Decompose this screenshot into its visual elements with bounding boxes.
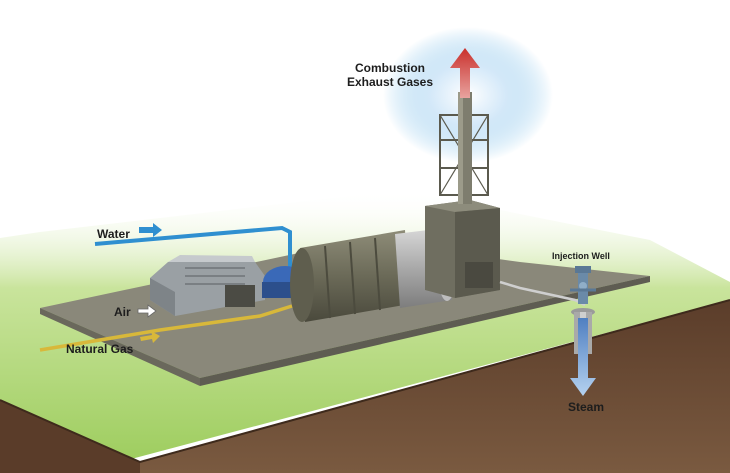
air-label: Air bbox=[114, 305, 131, 319]
injection-well-label: Injection Well bbox=[552, 251, 610, 261]
cylinder-ring bbox=[374, 237, 381, 311]
steam-arrow bbox=[570, 318, 596, 396]
stack-building-top bbox=[425, 200, 500, 212]
air-intake-top bbox=[168, 255, 255, 262]
wellhead-valve bbox=[579, 282, 587, 290]
exhaust-stack-highlight bbox=[458, 92, 463, 204]
concrete-pad-edge-right bbox=[200, 276, 650, 386]
steam-label: Steam bbox=[568, 400, 605, 414]
concrete-pad-edge bbox=[40, 308, 200, 386]
air-intake-front bbox=[150, 278, 175, 316]
cylinder-ring bbox=[349, 241, 356, 315]
ground-edge bbox=[0, 299, 730, 464]
air-arrow bbox=[137, 304, 157, 318]
exhaust-label-line1: Combustion bbox=[355, 61, 425, 75]
ground-soil-left bbox=[0, 400, 140, 473]
water-label: Water bbox=[97, 227, 130, 241]
stack-grille bbox=[465, 262, 493, 288]
natural-gas-arrow bbox=[140, 331, 160, 343]
natural-gas-pipe bbox=[39, 304, 293, 352]
turbine-cylinder-end bbox=[290, 248, 314, 322]
compressor-box bbox=[225, 285, 255, 307]
water-pipe bbox=[94, 225, 292, 268]
exhaust-arrow bbox=[450, 48, 480, 98]
wellhead-top bbox=[575, 266, 591, 273]
exhaust-label-line2: Exhaust Gases bbox=[346, 75, 434, 89]
exhaust-label: Combustion Exhaust Gases bbox=[340, 61, 440, 89]
natural-gas-label: Natural Gas bbox=[66, 342, 134, 356]
water-arrow bbox=[139, 223, 162, 237]
cylinder-ring bbox=[324, 245, 331, 319]
turbine-cylinder bbox=[300, 230, 410, 322]
